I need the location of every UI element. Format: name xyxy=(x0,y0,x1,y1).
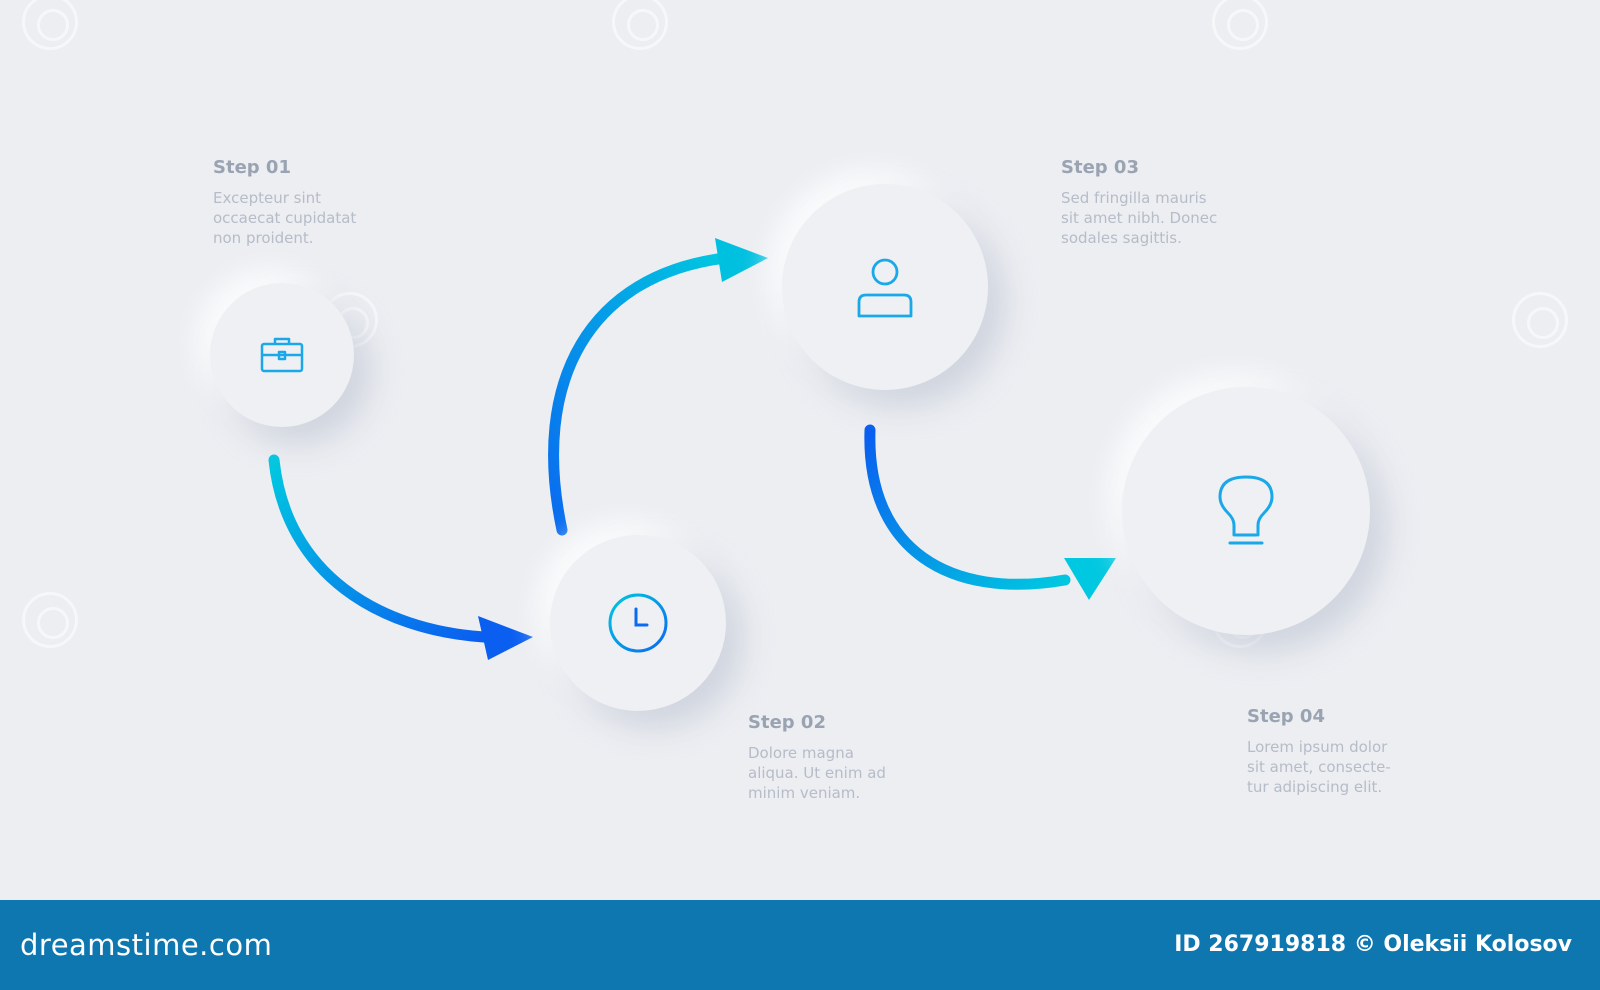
step-04-bubble[interactable] xyxy=(1122,387,1370,635)
step-02-text: Step 02 Dolore magna aliqua. Ut enim ad … xyxy=(748,712,938,803)
step-02-title: Step 02 xyxy=(748,712,826,733)
lightbulb-icon xyxy=(1218,475,1274,545)
step-01-desc: Excepteur sint occaecat cupidatat non pr… xyxy=(213,189,357,247)
briefcase-icon xyxy=(260,337,304,373)
step-03-desc: Sed fringilla mauris sit amet nibh. Done… xyxy=(1061,189,1218,247)
watermark-icon xyxy=(1212,0,1268,50)
step-01-title: Step 01 xyxy=(213,157,291,178)
step-03-bubble[interactable] xyxy=(782,184,988,390)
watermark-icon xyxy=(22,0,78,50)
diagram-canvas: Step 01 Excepteur sint occaecat cupidata… xyxy=(22,0,1568,803)
watermark-icon xyxy=(22,592,78,648)
step-01-bubble[interactable] xyxy=(210,283,354,427)
flow-arrows xyxy=(268,238,1116,660)
user-icon xyxy=(857,258,913,318)
footer-bar: dreamstime.com ID 267919818 © Oleksii Ko… xyxy=(0,900,1600,990)
step-03-text: Step 03 Sed fringilla mauris sit amet ni… xyxy=(1061,157,1251,248)
footer-credit: ID 267919818 © Oleksii Kolosov xyxy=(1174,932,1572,957)
clock-icon xyxy=(608,593,668,653)
step-02-desc: Dolore magna aliqua. Ut enim ad minim ve… xyxy=(748,744,886,802)
step-04-title: Step 04 xyxy=(1247,706,1325,727)
watermark-icon xyxy=(612,0,668,50)
step-01-text: Step 01 Excepteur sint occaecat cupidata… xyxy=(213,157,403,248)
arrow-step3-to-step4 xyxy=(864,424,1116,600)
step-02-bubble[interactable] xyxy=(550,535,726,711)
footer-logo[interactable]: dreamstime.com xyxy=(20,928,273,962)
step-04-text: Step 04 Lorem ipsum dolor sit amet, cons… xyxy=(1247,706,1437,797)
step-03-title: Step 03 xyxy=(1061,157,1139,178)
arrow-step2-to-step3 xyxy=(548,238,768,536)
arrow-step1-to-step2 xyxy=(268,454,533,660)
watermark-icon xyxy=(1512,292,1568,348)
step-04-desc: Lorem ipsum dolor sit amet, consecte- tu… xyxy=(1247,738,1391,796)
